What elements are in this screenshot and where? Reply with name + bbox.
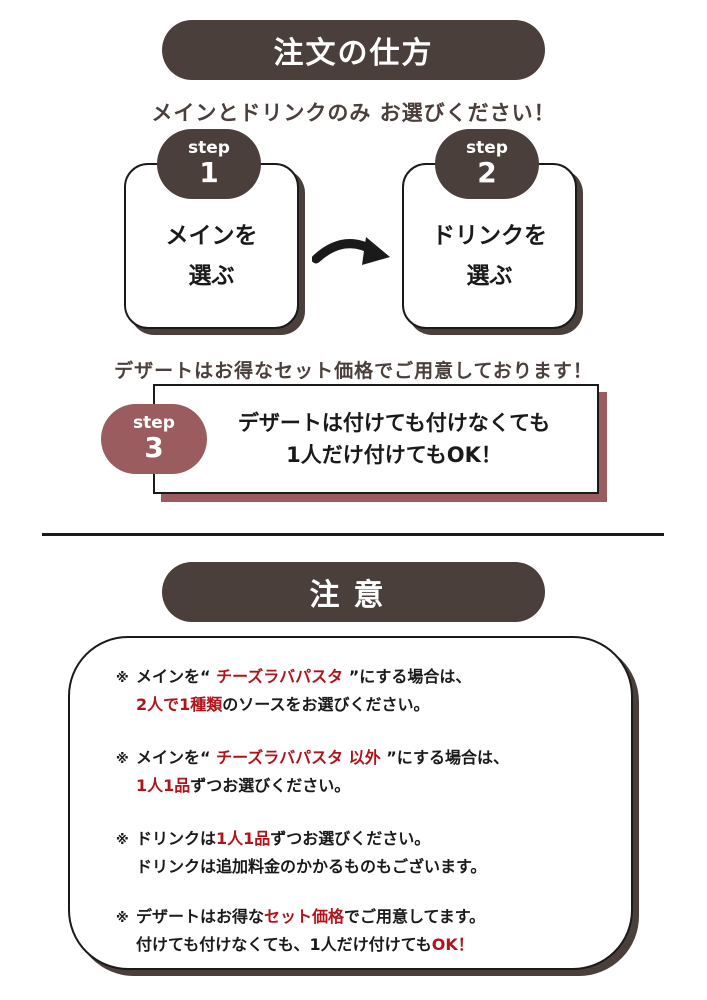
note-text: ドリンクは (136, 829, 217, 848)
step-1-badge: step 1 (157, 129, 261, 199)
note-text: のソースをお選びください。 (222, 695, 430, 714)
step-3-badge: step 3 (101, 404, 207, 474)
caution-title: 注意 (162, 562, 545, 622)
note-highlight: チーズラバパスタ (216, 667, 344, 686)
caution-note-2: ※ メインを“ チーズラバパスタ 以外 ”にする場合は、 1人1品ずつお選びくださ… (116, 745, 509, 799)
arrow-right-icon (312, 237, 390, 265)
step-2-label: step (466, 138, 508, 158)
note-mark: ※ (116, 833, 129, 848)
order-subtitle: メインとドリンクのみ お選びください！ (151, 101, 556, 125)
step-3-line1: デザートは付けても付けなくても (237, 411, 551, 435)
step-2-badge: step 2 (435, 129, 539, 199)
dessert-subtitle: デザートはお得なセット価格でご用意しております！ (114, 360, 593, 382)
step-3-line2: 1人だけ付けてもOK！ (286, 443, 502, 467)
note-highlight: チーズラバパスタ 以外 (216, 748, 381, 767)
step-3-label: step (133, 413, 175, 433)
note-highlight: セット価格 (264, 907, 345, 926)
note-text: でご用意してます。 (344, 907, 486, 926)
note-highlight: 2人で1種類 (136, 695, 223, 714)
page-title: 注文の仕方 (162, 20, 545, 80)
note-text: ”にする場合は、 (380, 748, 509, 767)
step-2-line2: 選ぶ (466, 263, 513, 289)
note-highlight: 1人1品 (136, 776, 191, 795)
note-text: デザートはお得な (136, 907, 265, 926)
note-highlight: OK！ (431, 935, 474, 954)
note-highlight: 1人1品 (216, 829, 271, 848)
caution-note-3: ※ ドリンクは1人1品ずつお選びください。 ドリンクは追加料金のかかるものもござい… (116, 826, 486, 880)
caution-box: ※ メインを“ チーズラバパスタ ”にする場合は、 2人で1種類のソースをお選びく… (68, 636, 633, 970)
note-text: メインを“ (136, 748, 217, 767)
step-1-line2: 選ぶ (188, 263, 235, 289)
caution-note-4: ※ デザートはお得なセット価格でご用意してます。 付けても付けなくても、1人だけ付… (116, 904, 485, 958)
step-1-line1: メインを (165, 223, 258, 249)
step-1-label: step (188, 138, 230, 158)
note-text: ずつお選びください。 (270, 829, 431, 848)
note-text: ドリンクは追加料金のかかるものもございます。 (136, 857, 487, 876)
note-text: ずつお選びください。 (190, 776, 351, 795)
step-2-number: 2 (477, 156, 497, 189)
note-text: メインを“ (136, 667, 217, 686)
step-1-number: 1 (199, 156, 219, 189)
note-text: 付けても付けなくても、1人だけ付けても (136, 935, 432, 954)
note-mark: ※ (116, 671, 129, 686)
step-3-box: デザートは付けても付けなくても 1人だけ付けてもOK！ (153, 384, 599, 494)
note-mark: ※ (116, 752, 129, 767)
step-3-number: 3 (144, 431, 164, 464)
section-divider (42, 533, 664, 536)
step-2-line1: ドリンクを (432, 223, 547, 249)
note-text: ”にする場合は、 (343, 667, 472, 686)
caution-note-1: ※ メインを“ チーズラバパスタ ”にする場合は、 2人で1種類のソースをお選びく… (116, 664, 471, 718)
note-mark: ※ (116, 911, 129, 926)
